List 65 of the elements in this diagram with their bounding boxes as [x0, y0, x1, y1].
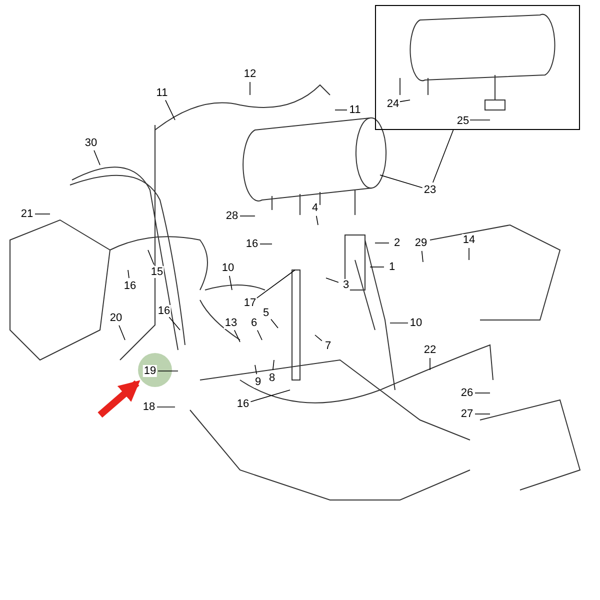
callout-number: 4 — [310, 202, 320, 214]
leader-line — [158, 370, 178, 372]
callout-number: 9 — [254, 376, 262, 388]
callout-number: 23 — [422, 184, 438, 196]
leader-line — [432, 130, 454, 183]
arrow — [98, 380, 140, 418]
callout-number: 13 — [224, 317, 238, 329]
callout-number: 15 — [150, 266, 164, 278]
leader-line — [374, 242, 390, 244]
leader-line — [256, 270, 296, 299]
callout-number: 24 — [386, 98, 400, 110]
callout-number: 5 — [262, 307, 270, 319]
callout-number: 18 — [142, 401, 156, 413]
leader-line — [168, 316, 180, 330]
callout-number: 12 — [242, 68, 258, 80]
callout-number: 2 — [392, 237, 402, 249]
leader-line — [270, 318, 278, 328]
leader-line — [272, 360, 274, 370]
leader-line — [370, 266, 384, 268]
leader-line — [165, 100, 176, 120]
callout-number: 22 — [422, 344, 438, 356]
leader-line — [156, 406, 176, 408]
leader-line — [468, 248, 470, 260]
callout-number: 16 — [236, 398, 250, 410]
leader-line — [326, 278, 339, 283]
callout-number: 6 — [250, 317, 258, 329]
leader-line — [316, 215, 318, 226]
leader-line — [400, 100, 410, 102]
callout-number: 25 — [456, 115, 470, 127]
leader-line — [474, 392, 490, 394]
callout-number: 17 — [242, 297, 258, 309]
callout-number: 8 — [268, 372, 276, 384]
leader-line — [254, 364, 257, 375]
callout-number: 16 — [244, 238, 260, 250]
callout-number: 26 — [460, 387, 474, 399]
callout-number: 28 — [224, 210, 240, 222]
leader-line — [421, 250, 424, 262]
callout-number: 10 — [408, 317, 424, 329]
leader-line — [229, 275, 232, 290]
leader-line — [380, 174, 423, 188]
leader-line — [118, 325, 126, 340]
callout-number: 1 — [388, 261, 396, 273]
leader-line — [94, 150, 100, 166]
callout-number: 3 — [342, 279, 350, 291]
callout-number: 20 — [108, 312, 124, 324]
callout-number: 11 — [348, 104, 362, 116]
leader-line — [314, 334, 322, 342]
leader-line — [390, 322, 408, 324]
leader-line — [257, 330, 262, 340]
leader-line — [128, 270, 130, 278]
inset-frame — [375, 5, 580, 130]
callout-number: 16 — [156, 305, 172, 317]
callout-number: 30 — [84, 137, 98, 149]
leader-line — [234, 330, 240, 342]
callout-number: 7 — [324, 340, 332, 352]
callout-number: 27 — [460, 408, 474, 420]
callout-number: 29 — [414, 237, 428, 249]
callout-number: 21 — [20, 208, 34, 220]
callout-number: 16 — [122, 280, 138, 292]
leader-line — [250, 390, 290, 402]
leader-line — [148, 250, 154, 265]
callout-number: 19 — [142, 365, 158, 377]
callout-number: 14 — [462, 234, 476, 246]
callout-number: 10 — [220, 262, 236, 274]
callout-number: 11 — [155, 87, 169, 99]
